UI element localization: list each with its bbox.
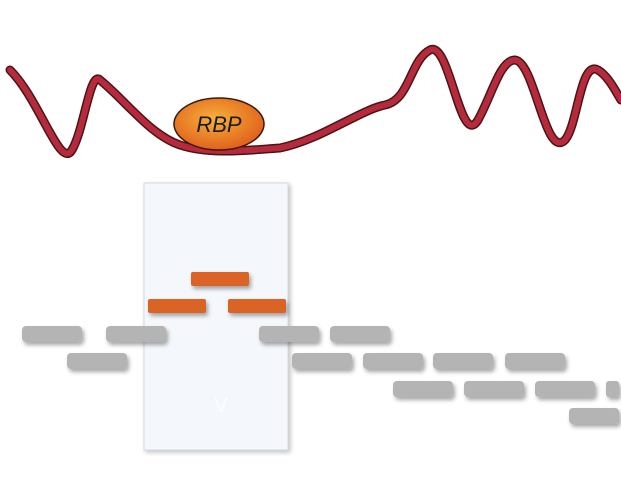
binding-window: V [143,182,289,451]
background-reads [22,326,619,424]
background-read [259,326,319,342]
background-read [535,381,595,397]
peak-read [228,299,286,313]
rbp-ellipse [173,97,265,151]
binding-window-label: V [214,395,228,417]
rbp-protein: RBP [173,97,265,151]
background-read [67,353,127,369]
background-read [106,326,166,342]
binding-window-panel [143,182,289,451]
background-read [330,326,390,342]
background-read [393,381,453,397]
background-read [292,353,352,369]
background-read [505,353,565,369]
background-read [22,326,82,342]
rna-strand-body [7,46,621,157]
background-read [363,353,423,369]
rna-strand [5,45,621,158]
background-read [433,353,493,369]
background-read [464,381,524,397]
peak-read [148,299,206,313]
peak-reads [148,272,286,313]
peak-read [191,272,249,286]
background-read [606,381,619,397]
background-read [569,408,619,424]
rbp-label: RBP [196,112,242,137]
